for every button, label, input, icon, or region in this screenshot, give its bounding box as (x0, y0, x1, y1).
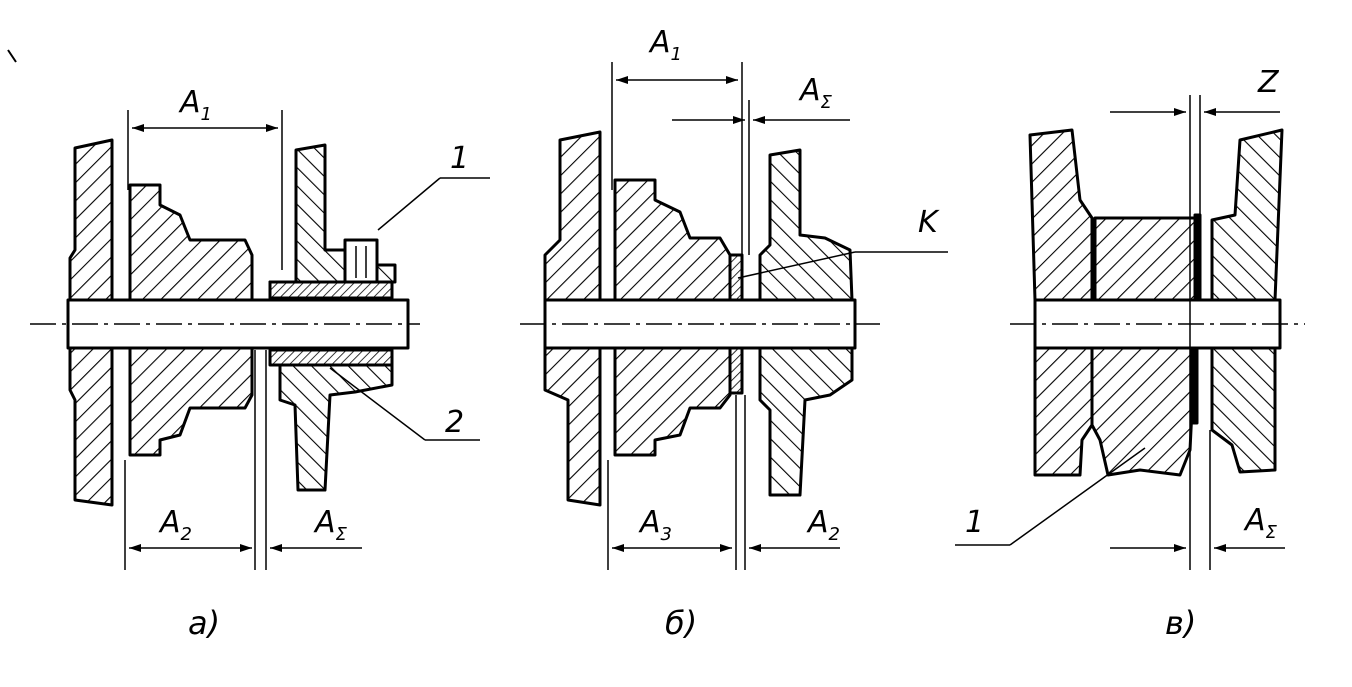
fig-b-label-Asum: AΣ (798, 73, 833, 113)
fig-b-left-housing (543, 130, 602, 302)
fig-b-left-housing-lower (543, 346, 602, 507)
fig-a-callout-2: 2 (445, 405, 464, 440)
fig-a-gear-lower (128, 346, 254, 457)
fig-a-bushing-top (268, 280, 394, 300)
fig-a-bushing-bottom (268, 348, 394, 367)
fig-b-label-A1: A1 (648, 25, 682, 65)
figure-b (543, 130, 857, 507)
fig-c-label-Z: Z (1257, 65, 1280, 100)
fig-c-left-housing-lower (1033, 346, 1094, 477)
fig-a-gear (128, 183, 254, 302)
fig-c-left-housing (1028, 128, 1094, 302)
fig-a-right-housing-lower (278, 363, 394, 492)
fig-c-gap-shim-lower (1190, 346, 1199, 425)
fig-a-left-housing-lower (68, 346, 114, 507)
fig-b-right-housing-lower (758, 346, 854, 497)
fig-c-caption: в) (1165, 604, 1196, 642)
fig-c-label-Asum: AΣ (1243, 503, 1278, 543)
fig-a-callout-1: 1 (450, 141, 469, 176)
fig-b-callout-K: K (918, 205, 940, 240)
fig-b-label-A3: A3 (638, 505, 672, 545)
fig-a-label-A1: A1 (178, 85, 212, 125)
fig-c-dimensions (955, 95, 1285, 570)
fig-c-right-housing-lower (1210, 346, 1277, 474)
fig-b-gear (613, 178, 732, 302)
fig-a-pin (343, 238, 379, 284)
figure-c (1028, 128, 1284, 477)
figure-a (66, 138, 410, 507)
stray-mark (7, 49, 17, 63)
fig-b-label-A2: A2 (806, 505, 840, 545)
fig-c-gear (1093, 216, 1197, 302)
fig-a-caption: a) (188, 604, 220, 642)
fig-c-gear-lower (1090, 346, 1197, 477)
fig-b-right-housing (758, 148, 854, 302)
fig-c-callout-1: 1 (965, 505, 984, 540)
fig-a-label-A2: A2 (158, 505, 192, 545)
fig-b-caption: б) (665, 604, 697, 642)
fig-c-right-housing (1210, 128, 1284, 302)
fig-c-gap-shim (1193, 213, 1202, 302)
fig-a-label-Asum: AΣ (313, 505, 348, 545)
fig-b-compensator-lower (728, 346, 744, 395)
fig-b-gear-lower (613, 346, 732, 457)
fig-b-dimensions (607, 62, 948, 570)
fig-a-dimensions (124, 110, 490, 570)
fig-a-left-housing (68, 138, 114, 302)
